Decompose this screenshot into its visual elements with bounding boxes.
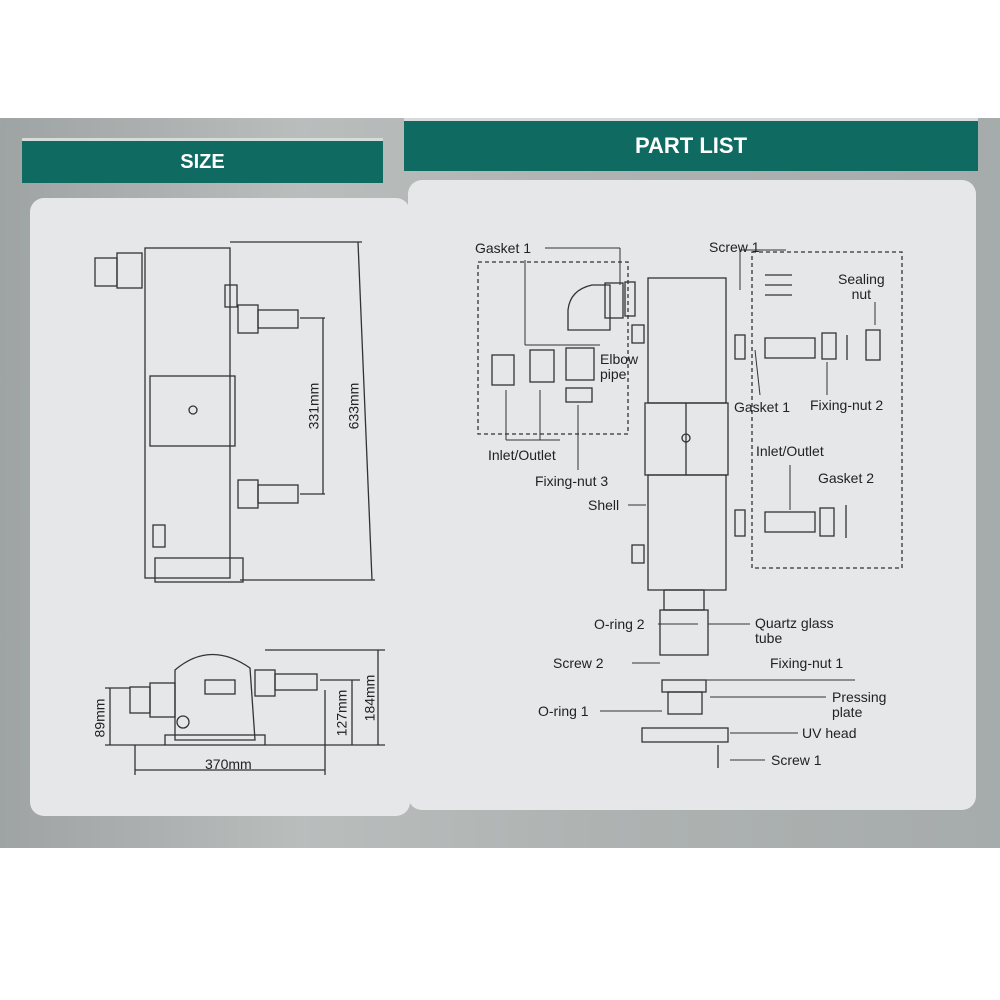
label-quartz-glass-tube: Quartz glass tube <box>755 615 834 646</box>
dim-331mm: 331mm <box>305 382 322 430</box>
label-screw-2: Screw 2 <box>553 655 604 671</box>
part-list-header: PART LIST <box>404 118 978 171</box>
dim-184mm: 184mm <box>361 674 378 722</box>
label-inlet-outlet-right: Inlet/Outlet <box>756 443 824 459</box>
label-screw-1-top: Screw 1 <box>709 239 760 255</box>
label-shell: Shell <box>588 497 620 513</box>
label-pressing-plate: Pressing plate <box>832 689 887 720</box>
part-list-panel <box>408 180 976 810</box>
size-title: SIZE <box>180 151 225 173</box>
label-inlet-outlet-left: Inlet/Outlet <box>488 447 556 463</box>
dim-633mm: 633mm <box>345 382 362 430</box>
size-header: SIZE <box>22 138 383 183</box>
label-gasket-1-right: Gasket 1 <box>734 399 791 415</box>
side-view-drawing <box>94 241 375 583</box>
label-fixing-nut-3: Fixing-nut 3 <box>535 473 609 489</box>
dim-127mm: 127mm <box>333 689 350 737</box>
label-fixing-nut-2: Fixing-nut 2 <box>810 397 884 413</box>
part-list-title: PART LIST <box>634 133 748 158</box>
label-o-ring-2: O-ring 2 <box>594 616 645 632</box>
label-o-ring-1: O-ring 1 <box>538 703 589 719</box>
dim-89mm: 89mm <box>91 698 108 738</box>
label-sealing-nut: Sealing nut <box>838 271 885 302</box>
end-view-drawing <box>105 649 385 775</box>
size-panel <box>30 198 410 816</box>
exploded-view-drawing <box>477 247 903 768</box>
label-gasket-2: Gasket 2 <box>818 470 875 486</box>
dim-370mm: 370mm <box>205 756 252 772</box>
label-elbow-pipe: Elbow pipe <box>600 351 639 382</box>
label-screw-1-bottom: Screw 1 <box>771 752 822 768</box>
label-gasket-1-top: Gasket 1 <box>475 240 532 256</box>
label-fixing-nut-1: Fixing-nut 1 <box>770 655 844 671</box>
label-uv-head: UV head <box>802 725 857 741</box>
